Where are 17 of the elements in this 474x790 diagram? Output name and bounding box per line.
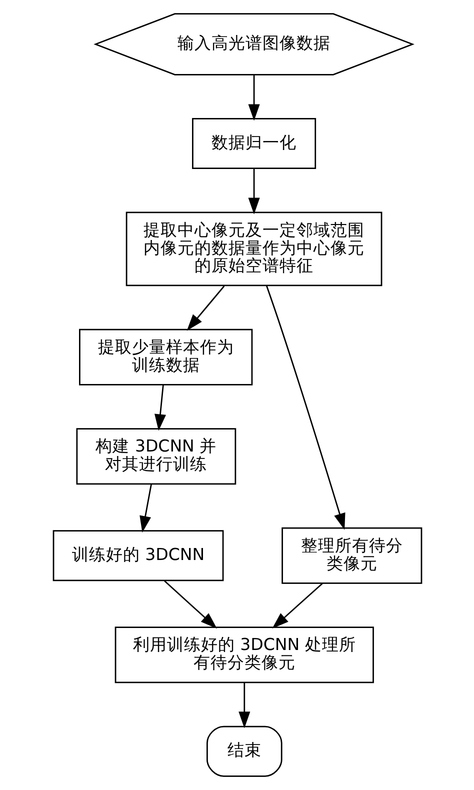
- node-box: 提取中心像元及一定邻域范围内像元的数据量作为中心像元的原始空谱特征: [125, 212, 382, 286]
- arrow: [248, 168, 260, 214]
- arrow: [139, 484, 152, 533]
- node-box: 整理所有待分类像元: [281, 527, 422, 584]
- node-box: 训练好的 3DCNN: [52, 530, 224, 582]
- node-box: 构建 3DCNN 并对其进行训练: [76, 428, 236, 485]
- arrow: [164, 580, 217, 629]
- arrow: [154, 384, 166, 431]
- node-box: 数据归一化: [192, 118, 316, 170]
- node-box: 提取少量样本作为训练数据: [78, 328, 252, 386]
- arrow: [186, 286, 224, 331]
- arrow: [248, 75, 260, 121]
- node-box: 利用训练好的 3DCNN 处理所有待分类像元: [114, 626, 374, 684]
- arrow: [272, 582, 322, 629]
- arrow: [238, 682, 250, 728]
- node-box: 结束: [206, 726, 282, 777]
- arrow: [265, 286, 345, 530]
